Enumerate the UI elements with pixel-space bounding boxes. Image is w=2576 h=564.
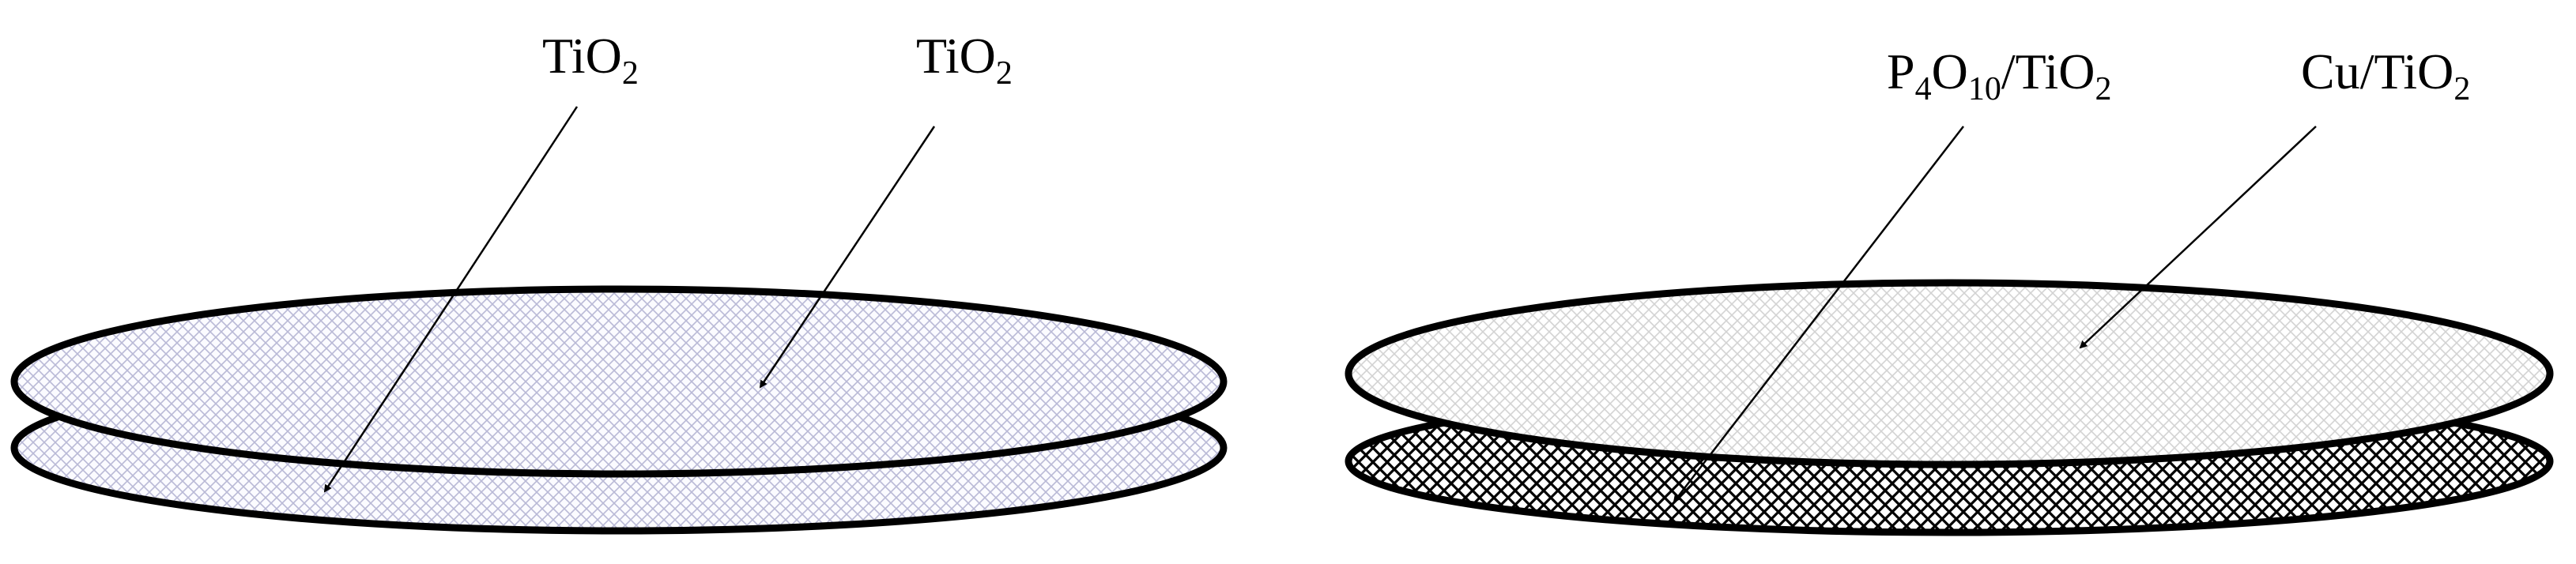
left-top-disc [10,285,1228,478]
left-bottom-disc-pointer [323,106,579,493]
right-top-disc-pointer [2079,126,2317,349]
right-bottom-disc-pointer [1673,126,1964,503]
left-top-disc-pointer [759,126,936,389]
left-top-disc-label: TiO2 [916,28,1013,92]
right-bottom-disc-label: P4O10/TiO2 [1887,43,2111,107]
left-disc-pair [10,285,1228,535]
right-top-disc-label: Cu/TiO2 [2301,43,2470,107]
right-top-disc [1345,279,2554,468]
left-bottom-disc-label: TiO2 [542,28,639,92]
right-disc-pair [1345,279,2554,536]
